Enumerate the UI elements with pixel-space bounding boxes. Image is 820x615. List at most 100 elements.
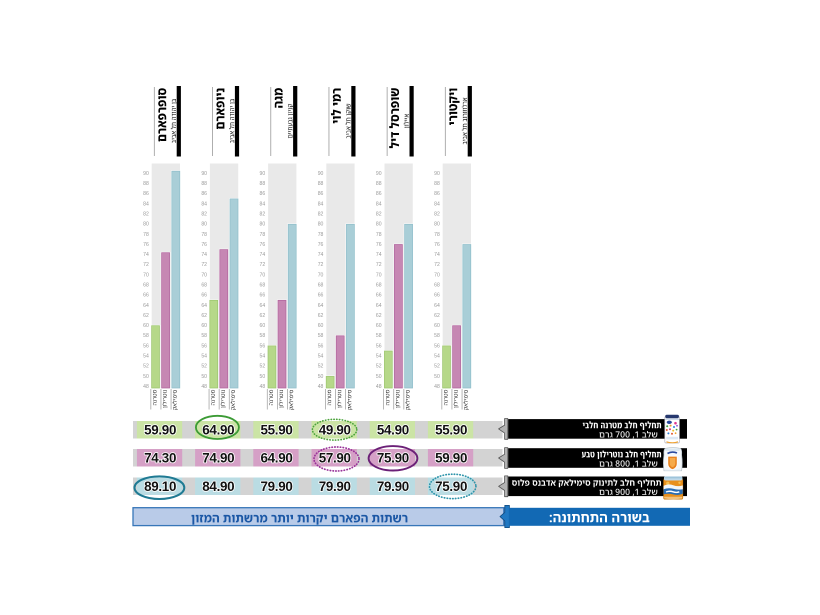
svg-text:88: 88: [318, 181, 324, 187]
svg-text:79.90: 79.90: [260, 479, 292, 494]
svg-text:58: 58: [376, 333, 382, 339]
svg-text:78: 78: [201, 232, 207, 238]
svg-text:84: 84: [318, 201, 324, 207]
svg-text:50: 50: [143, 374, 149, 380]
svg-text:82: 82: [318, 212, 324, 218]
svg-text:62: 62: [318, 313, 324, 319]
svg-text:54: 54: [201, 354, 207, 360]
svg-text:78: 78: [376, 232, 382, 238]
svg-text:90: 90: [143, 171, 149, 177]
svg-text:75.90: 75.90: [435, 479, 467, 494]
svg-text:72: 72: [143, 262, 149, 268]
svg-text:54.90: 54.90: [377, 423, 409, 438]
svg-text:84: 84: [260, 201, 266, 207]
svg-text:64.90: 64.90: [260, 451, 292, 466]
svg-text:60: 60: [201, 323, 207, 329]
svg-text:80: 80: [260, 222, 266, 228]
svg-text:78: 78: [143, 232, 149, 238]
svg-text:78: 78: [260, 232, 266, 238]
svg-text:68: 68: [201, 283, 207, 289]
svg-text:86: 86: [201, 191, 207, 197]
svg-text:84: 84: [376, 201, 382, 207]
svg-text:64: 64: [143, 303, 149, 309]
svg-text:68: 68: [143, 283, 149, 289]
svg-text:56: 56: [376, 343, 382, 349]
svg-text:76: 76: [143, 242, 149, 248]
svg-text:48: 48: [376, 384, 382, 390]
svg-text:50: 50: [376, 374, 382, 380]
svg-text:82: 82: [143, 212, 149, 218]
svg-text:48: 48: [260, 384, 266, 390]
svg-text:84: 84: [434, 201, 440, 207]
svg-text:84.90: 84.90: [202, 479, 234, 494]
svg-text:74: 74: [260, 252, 266, 258]
svg-text:62: 62: [201, 313, 207, 319]
svg-text:82: 82: [260, 212, 266, 218]
svg-text:58: 58: [434, 333, 440, 339]
svg-text:86: 86: [376, 191, 382, 197]
svg-text:52: 52: [434, 364, 440, 370]
svg-text:66: 66: [201, 293, 207, 299]
svg-text:82: 82: [201, 212, 207, 218]
svg-text:59.90: 59.90: [144, 423, 176, 438]
svg-text:56: 56: [318, 343, 324, 349]
svg-text:54: 54: [434, 354, 440, 360]
svg-text:58: 58: [201, 333, 207, 339]
svg-text:66: 66: [376, 293, 382, 299]
svg-text:50: 50: [318, 374, 324, 380]
svg-text:72: 72: [376, 262, 382, 268]
svg-text:49.90: 49.90: [319, 423, 351, 438]
svg-text:56: 56: [260, 343, 266, 349]
svg-text:50: 50: [201, 374, 207, 380]
svg-text:82: 82: [434, 212, 440, 218]
svg-text:88: 88: [201, 181, 207, 187]
svg-text:74: 74: [201, 252, 207, 258]
svg-text:48: 48: [143, 384, 149, 390]
svg-text:74: 74: [434, 252, 440, 258]
svg-text:86: 86: [318, 191, 324, 197]
svg-text:62: 62: [260, 313, 266, 319]
svg-text:74: 74: [376, 252, 382, 258]
svg-text:50: 50: [434, 374, 440, 380]
svg-text:86: 86: [260, 191, 266, 197]
svg-text:62: 62: [434, 313, 440, 319]
svg-text:86: 86: [143, 191, 149, 197]
svg-text:80: 80: [201, 222, 207, 228]
svg-text:56: 56: [201, 343, 207, 349]
svg-text:76: 76: [376, 242, 382, 248]
svg-text:72: 72: [318, 262, 324, 268]
svg-text:68: 68: [260, 283, 266, 289]
svg-text:62: 62: [143, 313, 149, 319]
svg-text:78: 78: [434, 232, 440, 238]
svg-text:60: 60: [376, 323, 382, 329]
svg-text:66: 66: [434, 293, 440, 299]
svg-text:60: 60: [260, 323, 266, 329]
svg-text:64: 64: [376, 303, 382, 309]
svg-text:55.90: 55.90: [260, 423, 292, 438]
svg-text:54: 54: [143, 354, 149, 360]
svg-text:64: 64: [260, 303, 266, 309]
svg-text:48: 48: [434, 384, 440, 390]
svg-text:82: 82: [376, 212, 382, 218]
svg-text:57.90: 57.90: [319, 451, 351, 466]
svg-text:52: 52: [260, 364, 266, 370]
svg-text:54: 54: [376, 354, 382, 360]
svg-text:78: 78: [318, 232, 324, 238]
svg-text:52: 52: [376, 364, 382, 370]
svg-text:84: 84: [201, 201, 207, 207]
svg-text:88: 88: [143, 181, 149, 187]
svg-text:54: 54: [318, 354, 324, 360]
svg-text:76: 76: [201, 242, 207, 248]
svg-text:66: 66: [143, 293, 149, 299]
svg-text:79.90: 79.90: [319, 479, 351, 494]
svg-text:70: 70: [318, 272, 324, 278]
svg-text:48: 48: [201, 384, 207, 390]
svg-text:70: 70: [260, 272, 266, 278]
svg-text:59.90: 59.90: [435, 451, 467, 466]
svg-text:80: 80: [143, 222, 149, 228]
svg-text:60: 60: [434, 323, 440, 329]
svg-text:90: 90: [318, 171, 324, 177]
svg-text:88: 88: [434, 181, 440, 187]
svg-text:66: 66: [318, 293, 324, 299]
svg-text:90: 90: [260, 171, 266, 177]
